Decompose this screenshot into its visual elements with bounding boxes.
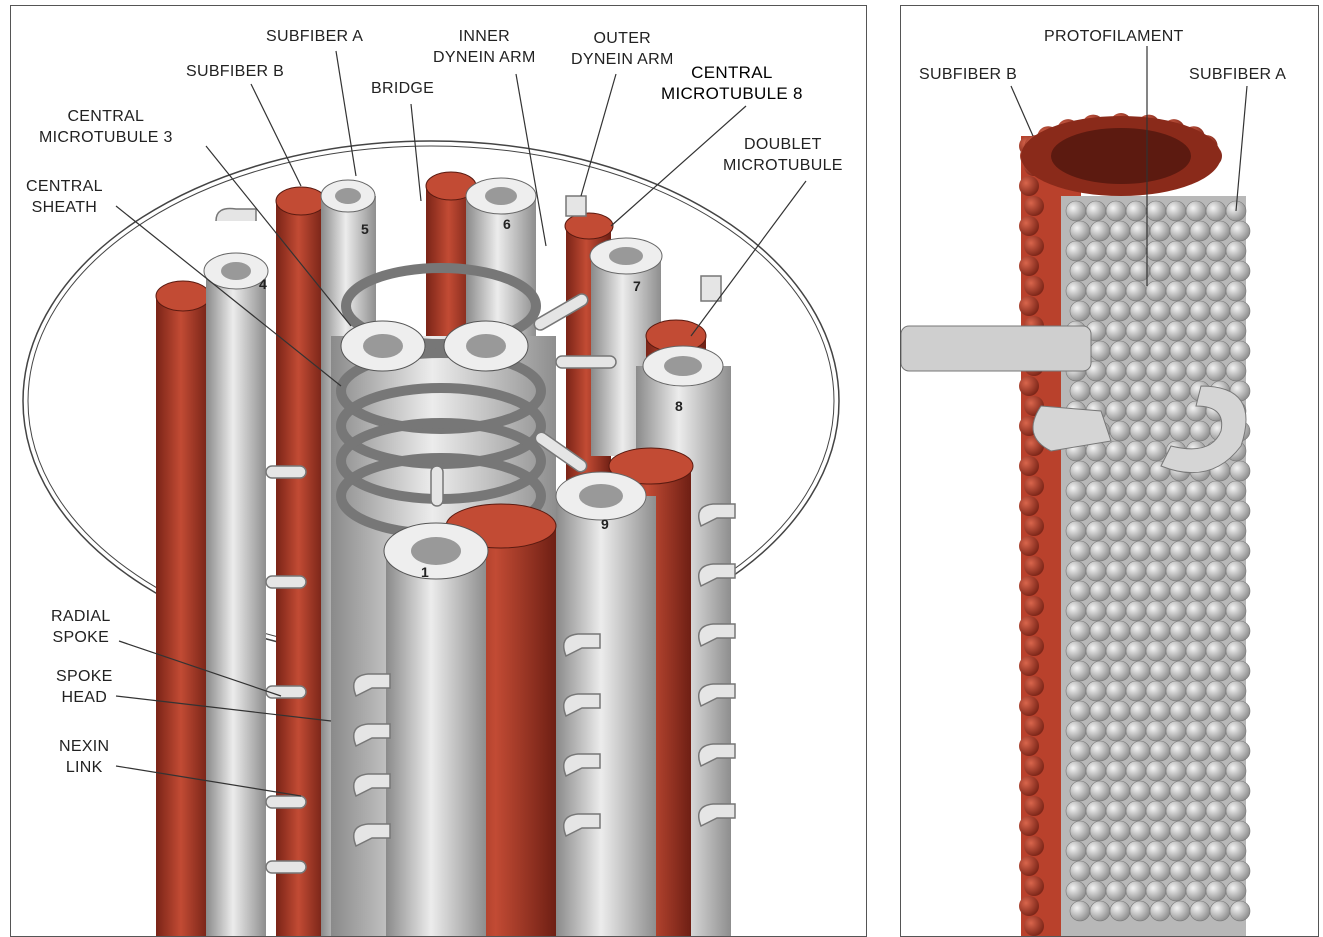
radial-spoke-label: RADIAL SPOKE: [51, 606, 111, 648]
nexin-link-label: NEXIN LINK: [59, 736, 109, 778]
doublet-4-subfiber-a: [206, 271, 266, 936]
spoke-head-label: SPOKE HEAD: [56, 666, 113, 708]
doublet-5-subfiber-b: [276, 201, 326, 936]
doublet-number-7: 7: [633, 278, 641, 294]
doublet-microtubule-label: DOUBLET MICROTUBULE: [723, 134, 843, 176]
subfiber-a-label: SUBFIBER A: [266, 26, 363, 47]
outer-dynein-arm-label: OUTER DYNEIN ARM: [571, 28, 674, 70]
protofilament-label: PROTOFILAMENT: [1044, 26, 1184, 47]
dynein-arm: [901, 326, 1091, 371]
doublet-detail-panel: PROTOFILAMENT SUBFIBER B SUBFIBER A: [900, 5, 1319, 937]
right-subfiber-b-label: SUBFIBER B: [919, 64, 1017, 85]
subfiber-b-label: SUBFIBER B: [186, 61, 284, 82]
axoneme-panel: SUBFIBER A SUBFIBER B BRIDGE INNER DYNEI…: [10, 5, 867, 937]
doublet-9: [556, 496, 656, 936]
central-sheath-label: CENTRAL SHEATH: [26, 176, 103, 218]
doublet-1-subfiber-a: [386, 551, 486, 936]
doublet-number-8: 8: [675, 398, 683, 414]
right-subfiber-a-label: SUBFIBER A: [1189, 64, 1286, 85]
doublet-4-subfiber-b: [156, 296, 211, 936]
doublet-number-6: 6: [503, 216, 511, 232]
doublet-number-5: 5: [361, 221, 369, 237]
protofilament-beads: [1066, 201, 1250, 921]
doublet-number-1: 1: [421, 564, 429, 580]
central-microtubule-8-label: CENTRAL MICROTUBULE 8: [661, 62, 803, 104]
doublet-detail-illustration: [901, 6, 1318, 936]
doublet-number-4: 4: [259, 276, 267, 292]
inner-dynein-arm-label: INNER DYNEIN ARM: [433, 26, 536, 68]
doublet-number-9: 9: [601, 516, 609, 532]
central-microtubule-3-label: CENTRAL MICROTUBULE 3: [39, 106, 173, 148]
bridge-label: BRIDGE: [371, 78, 434, 99]
